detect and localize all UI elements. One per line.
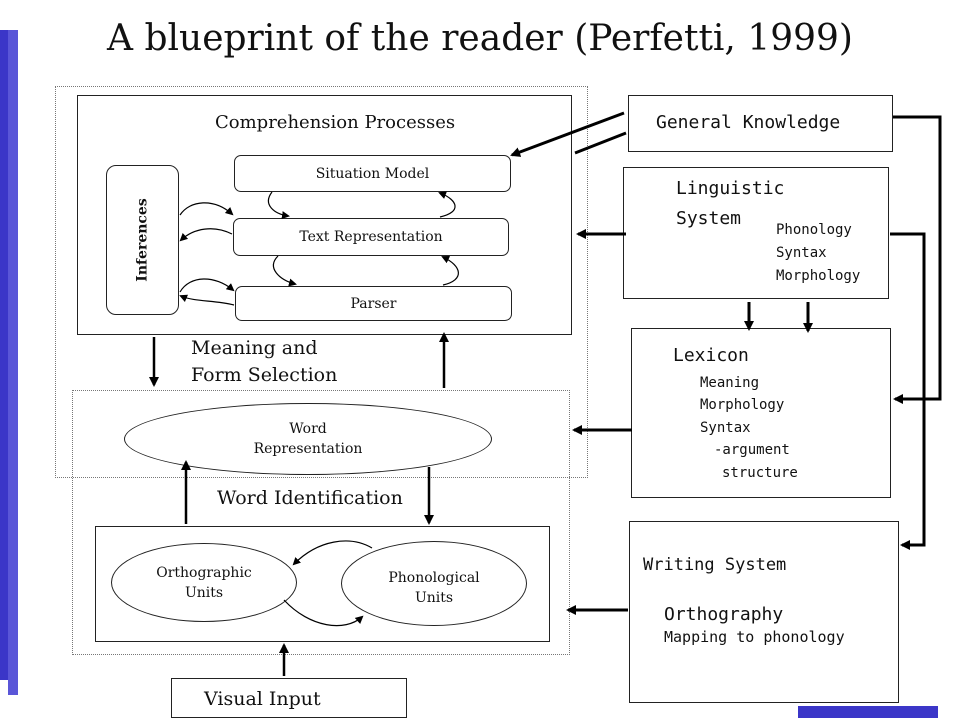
- loop-situation-to-text: [267, 191, 290, 220]
- lexicon-item-meaning: Meaning: [700, 375, 760, 391]
- lexicon-item-morphology: Morphology: [700, 397, 785, 413]
- visual-input-label: Visual Input: [204, 688, 321, 710]
- linguistic-line2: System: [676, 208, 742, 229]
- orthographic-line2: Units: [184, 584, 224, 601]
- bottom-accent-bar: [798, 706, 938, 718]
- comprehension-processes-label: Comprehension Processes: [215, 112, 456, 133]
- loop-inferences-to-situation: [179, 202, 234, 216]
- situation-model-label: Situation Model: [315, 165, 430, 182]
- phonological-line2: Units: [414, 589, 454, 606]
- loop-inferences-to-parser: [179, 278, 235, 293]
- inferences-box: Inferences: [106, 165, 179, 315]
- slide-title: A blueprint of the reader (Perfetti, 199…: [107, 18, 853, 59]
- arrow-linguistic-to-writing: [890, 232, 926, 550]
- linguistic-system-box: [623, 167, 889, 299]
- lexicon-label: Lexicon: [673, 345, 749, 366]
- line-general-to-comprehension: [574, 131, 627, 155]
- situation-model-box: Situation Model: [234, 155, 511, 192]
- loop-text-to-parser: [272, 255, 297, 287]
- phonological-line1: Phonological: [388, 569, 480, 586]
- upper-dotted-region: [55, 86, 588, 478]
- meaning-form-line1: Meaning and: [191, 337, 318, 359]
- loop-text-to-inferences: [179, 228, 233, 242]
- lexicon-item-argument: -argument: [714, 442, 790, 458]
- linguistic-item-syntax: Syntax: [776, 245, 827, 261]
- parser-box: Parser: [235, 286, 512, 321]
- writing-system-box: [629, 521, 899, 703]
- loop-orthographic-to-phonological: [283, 599, 364, 627]
- left-accent-bar: [0, 30, 8, 680]
- lexicon-item-structure: structure: [722, 465, 798, 481]
- linguistic-item-phonology: Phonology: [776, 222, 852, 238]
- word-representation-line1: Word: [289, 421, 327, 437]
- writing-system-label: Writing System: [643, 555, 787, 575]
- mapping-label: Mapping to phonology: [664, 628, 845, 646]
- parser-label: Parser: [350, 295, 397, 312]
- phonological-units-ellipse: Phonological Units: [341, 541, 527, 626]
- visual-input-box: [171, 678, 407, 718]
- linguistic-item-morphology: Morphology: [776, 268, 861, 284]
- orthography-label: Orthography: [664, 604, 784, 625]
- general-knowledge-label: General Knowledge: [656, 112, 841, 133]
- loop-parser-to-inferences: [179, 294, 235, 306]
- meaning-form-line2: Form Selection: [191, 364, 338, 386]
- loop-text-to-situation: [438, 191, 456, 218]
- orthographic-units-ellipse: Orthographic Units: [111, 543, 297, 622]
- arrow-general-to-lexicon: [893, 115, 942, 404]
- word-representation-line2: Representation: [253, 441, 363, 457]
- arrow-general-to-situation: [510, 111, 625, 157]
- lower-dotted-region: [72, 390, 570, 655]
- word-representation-ellipse: Word Representation: [124, 403, 492, 475]
- loop-parser-to-text: [441, 255, 459, 286]
- loop-phonological-to-orthographic: [292, 540, 373, 566]
- left-accent-bar-inner: [8, 30, 18, 695]
- text-representation-label: Text Representation: [299, 229, 443, 245]
- text-representation-box: Text Representation: [233, 218, 509, 256]
- linguistic-line1: Linguistic: [676, 178, 785, 199]
- orthographic-line1: Orthographic: [156, 564, 252, 581]
- word-identification-label: Word Identification: [217, 487, 403, 509]
- lexicon-box: [631, 328, 891, 498]
- lexicon-item-syntax: Syntax: [700, 420, 751, 436]
- general-knowledge-box: [628, 95, 893, 152]
